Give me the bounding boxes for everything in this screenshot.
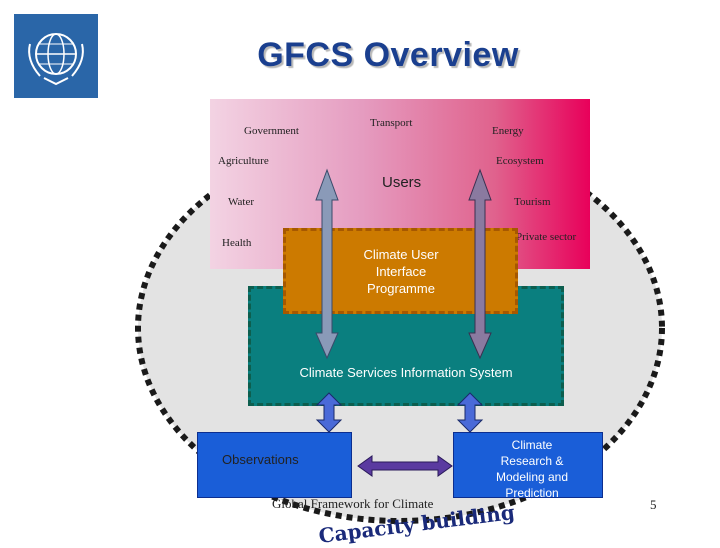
research-box: [453, 432, 603, 498]
sector-water: Water: [228, 196, 254, 208]
sector-ecosystem: Ecosystem: [496, 155, 544, 167]
research-csis-arrow: [456, 392, 484, 433]
users-title: Users: [382, 174, 422, 191]
sector-energy: Energy: [492, 125, 524, 137]
observations-research-arrow: [357, 455, 453, 477]
footer-text: Global Framework for Climate: [272, 496, 434, 511]
sector-tourism: Tourism: [514, 196, 551, 208]
right-vertical-arrow: [468, 168, 492, 360]
wmo-logo-icon: [14, 14, 98, 98]
sector-health: Health: [222, 237, 252, 249]
research-label: Climate Research & Modeling and Predicti…: [495, 438, 569, 500]
cuip-label: Climate User Interface Programme: [363, 247, 439, 296]
csis-label: Climate Services Information System: [299, 365, 513, 380]
sector-government: Government: [244, 125, 299, 137]
sector-agriculture: Agriculture: [218, 155, 269, 167]
page-number: 5: [650, 497, 657, 512]
wmo-logo: [14, 14, 98, 98]
page-title: GFCS Overview: [257, 36, 519, 74]
observations-label: Observations: [222, 452, 299, 467]
sector-transport: Transport: [370, 117, 413, 129]
left-vertical-arrow: [315, 168, 339, 360]
observations-box: [197, 432, 352, 498]
sector-private-sector: Private sector: [516, 231, 577, 243]
observations-csis-arrow: [315, 392, 343, 433]
